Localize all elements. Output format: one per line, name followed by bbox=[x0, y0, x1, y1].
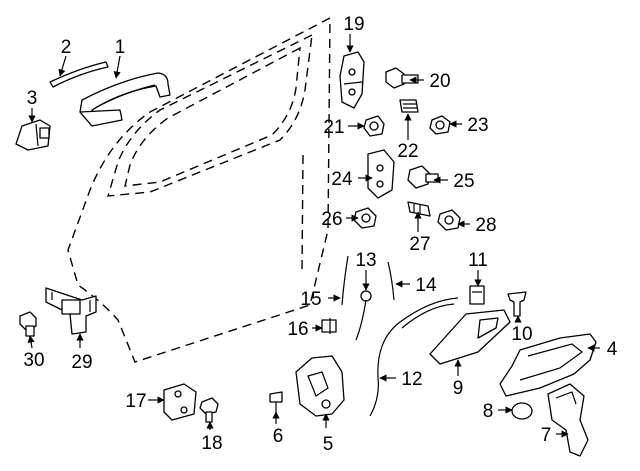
callout-12: 12 bbox=[401, 369, 422, 390]
part-1-exterior-handle bbox=[79, 72, 171, 127]
callout-labels: 1 2 3 4 5 6 7 8 9 10 11 12 13 14 15 16 1… bbox=[23, 14, 617, 455]
callout-27: 27 bbox=[409, 234, 430, 255]
callout-30: 30 bbox=[23, 350, 44, 371]
leader-lines bbox=[27, 34, 600, 438]
callout-29: 29 bbox=[71, 352, 92, 373]
callout-16: 16 bbox=[287, 319, 308, 340]
callout-28: 28 bbox=[475, 215, 496, 236]
callout-8: 8 bbox=[483, 401, 494, 422]
callout-15: 15 bbox=[300, 289, 321, 310]
callout-20: 20 bbox=[429, 71, 450, 92]
part-6-screw bbox=[269, 391, 283, 412]
callout-5: 5 bbox=[323, 434, 334, 455]
part-13-rod bbox=[355, 290, 372, 341]
callout-6: 6 bbox=[273, 426, 284, 447]
callout-22: 22 bbox=[397, 141, 418, 162]
part-18-bolt bbox=[199, 397, 219, 423]
callout-1: 1 bbox=[115, 37, 126, 58]
part-14-rod bbox=[387, 261, 395, 301]
part-11-clip bbox=[469, 285, 485, 305]
part-29-door-check bbox=[45, 287, 97, 335]
part-5-latch bbox=[295, 355, 345, 417]
part-2-gasket bbox=[49, 61, 109, 88]
part-28-nut bbox=[437, 209, 461, 231]
callout-17: 17 bbox=[125, 391, 146, 412]
callout-14: 14 bbox=[415, 275, 437, 296]
part-12-cable bbox=[369, 297, 459, 417]
callout-7: 7 bbox=[541, 425, 552, 446]
callout-13: 13 bbox=[355, 250, 376, 271]
part-9-interior-handle bbox=[429, 309, 511, 365]
part-7-bracket bbox=[547, 383, 589, 457]
callout-9: 9 bbox=[453, 378, 464, 399]
part-30-bolt bbox=[19, 311, 37, 337]
part-8-grommet bbox=[511, 402, 533, 420]
callout-3: 3 bbox=[27, 88, 38, 109]
part-19-hinge-upper bbox=[339, 51, 365, 109]
part-16-clip bbox=[321, 318, 337, 334]
part-21-nut bbox=[363, 115, 385, 137]
part-25-bolt bbox=[407, 165, 439, 189]
part-15-rod bbox=[341, 255, 349, 306]
part-3-cover bbox=[15, 119, 51, 151]
callout-19: 19 bbox=[343, 14, 364, 35]
part-22-stud bbox=[399, 99, 419, 113]
callout-25: 25 bbox=[453, 171, 474, 192]
callout-24: 24 bbox=[331, 169, 353, 190]
part-20-bolt bbox=[385, 67, 419, 89]
part-17-striker bbox=[163, 383, 197, 421]
callout-10: 10 bbox=[511, 324, 532, 345]
callout-23: 23 bbox=[467, 115, 488, 136]
callout-2: 2 bbox=[61, 37, 72, 58]
callout-11: 11 bbox=[468, 250, 488, 271]
part-4-bezel bbox=[499, 333, 597, 397]
part-24-hinge-lower bbox=[367, 149, 395, 199]
callout-18: 18 bbox=[201, 433, 222, 454]
part-27-stud bbox=[407, 201, 431, 217]
part-10-screw bbox=[507, 291, 527, 317]
callout-4: 4 bbox=[607, 339, 618, 360]
part-23-nut bbox=[429, 115, 451, 135]
callout-26: 26 bbox=[321, 209, 342, 230]
callout-21: 21 bbox=[323, 117, 344, 138]
door-outline bbox=[67, 16, 331, 363]
